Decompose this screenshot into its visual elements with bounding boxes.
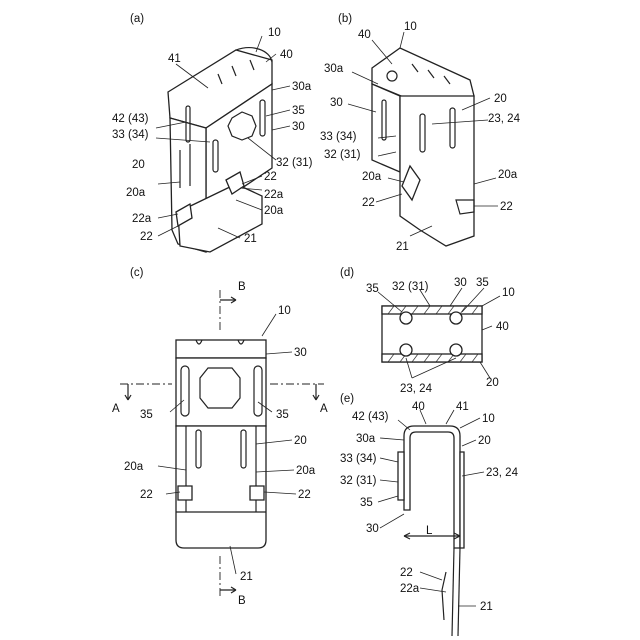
callout-40: 40 (358, 29, 371, 41)
callout-30: 30 (454, 277, 467, 289)
callout-35-2: 35 (276, 409, 289, 421)
callout-20a: 20a (126, 187, 146, 199)
callout-20: 20 (132, 159, 145, 171)
callout-22a-2: 22a (132, 213, 152, 225)
callout-41: 41 (168, 53, 181, 65)
callout-20a-2: 20a (296, 465, 316, 477)
callout-22: 22 (264, 171, 277, 183)
section-mark-a-right: A (320, 403, 328, 415)
callout-23-24: 23, 24 (400, 383, 433, 395)
callout-35: 35 (360, 497, 373, 509)
callout-40: 40 (496, 321, 509, 333)
figure-d-drawing (382, 306, 482, 362)
callout-23-24: 23, 24 (486, 467, 519, 479)
callout-30: 30 (330, 97, 343, 109)
callout-30a: 30a (324, 63, 344, 75)
callout-41: 41 (456, 401, 469, 413)
callout-30a: 30a (292, 81, 312, 93)
callout-10: 10 (278, 305, 291, 317)
callout-20a-2: 20a (498, 169, 518, 181)
callout-22: 22 (400, 567, 413, 579)
callout-32-31: 32 (31) (324, 149, 361, 161)
callout-22: 22 (362, 197, 375, 209)
callout-32-31: 32 (31) (340, 475, 377, 487)
callout-30a: 30a (356, 433, 376, 445)
callout-21: 21 (480, 601, 493, 613)
callout-21: 21 (244, 233, 257, 245)
callout-10: 10 (404, 21, 417, 33)
callout-22: 22 (140, 489, 153, 501)
figure-label-b: (b) (338, 13, 352, 25)
figure-e: (e) 42 (43) 40 41 10 30a 20 33 (34) 23, … (340, 393, 519, 636)
callout-l: L (426, 525, 433, 537)
callout-33-34: 33 (34) (340, 453, 377, 465)
callout-20a-2: 20a (264, 205, 284, 217)
callout-30: 30 (294, 347, 307, 359)
callout-20a: 20a (124, 461, 144, 473)
callout-20: 20 (478, 435, 491, 447)
callout-35: 35 (292, 105, 305, 117)
section-mark-a-left: A (112, 403, 120, 415)
callout-10: 10 (482, 413, 495, 425)
callout-35: 35 (140, 409, 153, 421)
figure-label-d: (d) (340, 267, 354, 279)
callout-23-24: 23, 24 (488, 113, 521, 125)
figure-b-drawing (372, 48, 474, 246)
section-mark-b-top: B (238, 281, 246, 293)
callout-22a: 22a (400, 583, 420, 595)
figure-d: (d) 35 32 (31) 30 3 (340, 267, 515, 395)
callout-42-43: 42 (43) (352, 411, 389, 423)
callout-22-2: 22 (298, 489, 311, 501)
callout-21: 21 (240, 571, 253, 583)
figure-b: (b) 10 40 30a 30 33 (34) 32 (31) 20 23, … (320, 13, 521, 253)
callout-32-31: 32 (31) (392, 281, 429, 293)
callout-42-43: 42 (43) (112, 113, 149, 125)
figure-label-a: (a) (130, 13, 144, 25)
figure-label-e: (e) (340, 393, 354, 405)
figure-a-drawing (168, 48, 272, 252)
callout-33-34: 33 (34) (112, 129, 149, 141)
callout-20: 20 (294, 435, 307, 447)
callout-35: 35 (366, 283, 379, 295)
callout-35-2: 35 (476, 277, 489, 289)
callout-10: 10 (268, 27, 281, 39)
callout-33-34: 33 (34) (320, 131, 357, 143)
callout-10: 10 (502, 287, 515, 299)
figure-c: (c) 10 (112, 267, 328, 607)
callout-30: 30 (366, 523, 379, 535)
callout-40: 40 (412, 401, 425, 413)
callout-22-2: 22 (500, 201, 513, 213)
callout-20a: 20a (362, 171, 382, 183)
callout-32-31: 32 (31) (276, 157, 313, 169)
callout-22-2: 22 (140, 231, 153, 243)
callout-20: 20 (494, 93, 507, 105)
callout-20: 20 (486, 377, 499, 389)
callout-40: 40 (280, 49, 293, 61)
callouts-e: 42 (43) 40 41 10 30a 20 33 (34) 23, 24 3… (340, 401, 519, 613)
callout-21: 21 (396, 241, 409, 253)
section-mark-b-bottom: B (238, 595, 246, 607)
callout-30: 30 (292, 121, 305, 133)
callout-22a: 22a (264, 189, 284, 201)
figure-a: (a) 10 40 41 (112, 13, 313, 252)
figure-label-c: (c) (130, 267, 144, 279)
